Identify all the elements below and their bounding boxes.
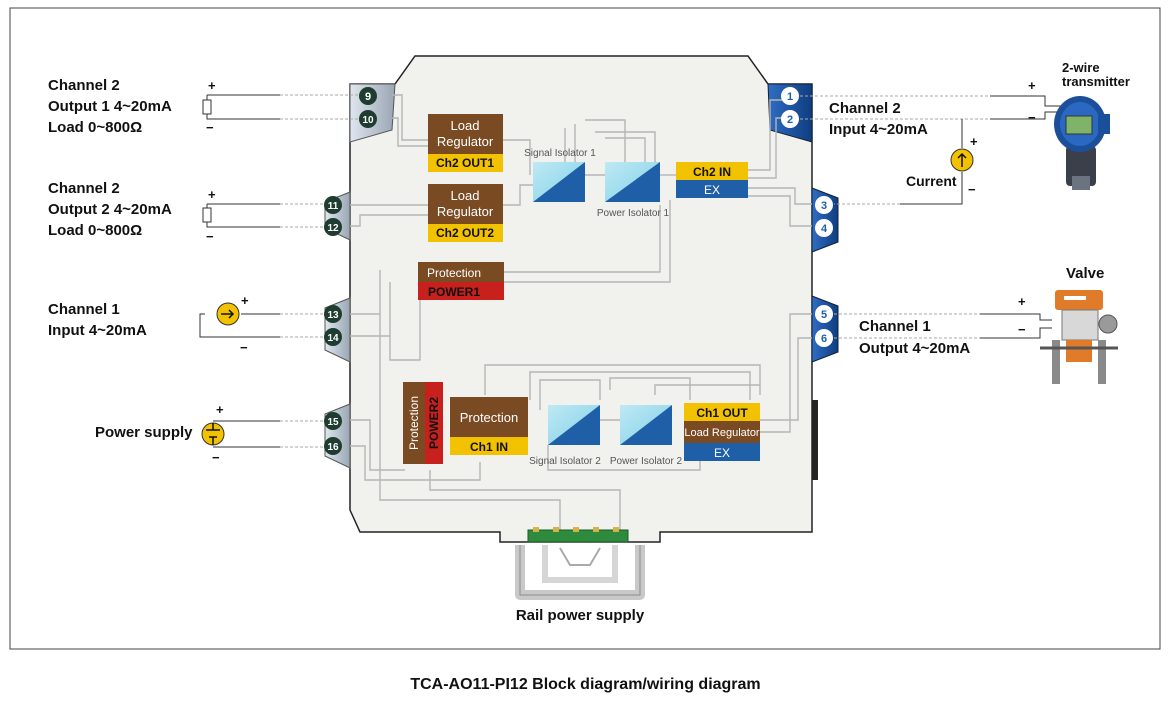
- terminal-13: 13: [327, 310, 339, 321]
- lr1-label-1: Load: [451, 118, 480, 133]
- ch2-in-block: Ch2 IN EX: [676, 162, 748, 198]
- terminal-6: 6: [821, 333, 827, 345]
- ch2-out2-title: Channel 2: [48, 180, 120, 197]
- ch1-in-minus: −: [240, 340, 248, 355]
- terminal-14: 14: [327, 333, 339, 344]
- power2-label: POWER2: [427, 397, 441, 449]
- external-wiring-right: [800, 95, 1062, 339]
- left-polarity: + − + − + − + −: [206, 78, 249, 465]
- rail-power-supply-label: Rail power supply: [516, 607, 645, 624]
- terminal-3: 3: [821, 200, 827, 212]
- ch1-out-block: Ch1 OUT Load Regulator EX: [684, 403, 760, 461]
- right-polarity: + − + − + −: [968, 78, 1036, 337]
- ch2-out2-load: Load 0~800Ω: [48, 222, 142, 239]
- protection-ch1-in: Protection Ch1 IN: [450, 397, 528, 455]
- protection-power1: Protection POWER1: [418, 262, 504, 300]
- power-isolator-1-label: Power Isolator 1: [597, 208, 670, 219]
- terminals-left: 9 10 11 12 13 14 15 16: [324, 87, 377, 455]
- transmitter-line-2: transmitter: [1062, 74, 1130, 89]
- terminal-15: 15: [327, 417, 339, 428]
- ch2-in-label: Ch2 IN: [693, 165, 731, 179]
- load-regulator-ch2-out2: Load Regulator Ch2 OUT2: [428, 184, 503, 242]
- load-regulator-ch2-out1: Load Regulator Ch2 OUT1: [428, 114, 503, 172]
- transmitter-line-1: 2-wire: [1062, 60, 1100, 75]
- ch1-in-label: Ch1 IN: [470, 440, 508, 454]
- terminal-2: 2: [787, 114, 793, 126]
- battery-icon: [201, 422, 225, 446]
- power-minus: −: [212, 450, 220, 465]
- terminal-5: 5: [821, 309, 827, 321]
- ch2-out1-minus: −: [206, 120, 214, 135]
- valve-plus: +: [1018, 294, 1026, 309]
- ch2-out2-minus: −: [206, 229, 214, 244]
- signal-isolator-2: Signal Isolator 2: [529, 405, 601, 467]
- ch2-in-range: Input 4~20mA: [829, 121, 928, 138]
- ch2-in-title: Channel 2: [829, 100, 901, 117]
- current-label: Current: [906, 173, 957, 189]
- right-labels: 2-wire transmitter Channel 2 Input 4~20m…: [829, 60, 1130, 357]
- ch1-load-regulator-label: Load Regulator: [684, 427, 760, 439]
- terminal-10: 10: [362, 115, 374, 126]
- protection-1-label: Protection: [427, 266, 481, 280]
- ch1-out-label: Ch1 OUT: [696, 406, 748, 420]
- transmitter-plus: +: [1028, 78, 1036, 93]
- power-isolator-1: Power Isolator 1: [597, 162, 670, 219]
- current-source-ch2: [950, 148, 974, 172]
- valve-label: Valve: [1066, 265, 1104, 282]
- current-source-ch1: [216, 302, 240, 326]
- transmitter-minus: −: [1028, 110, 1036, 125]
- terminals-right: 1 2 3 4 5 6: [781, 87, 833, 347]
- protection-2-label: Protection: [407, 396, 421, 450]
- ch2-out2-plus: +: [208, 187, 216, 202]
- ch2-out1-range: Output 1 4~20mA: [48, 98, 172, 115]
- valve-icon: [1040, 290, 1118, 384]
- signal-isolator-1: Signal Isolator 1: [524, 148, 596, 202]
- power-isolator-2-label: Power Isolator 2: [610, 456, 683, 467]
- terminal-12: 12: [327, 223, 339, 234]
- ch1-ex-label: EX: [714, 446, 730, 460]
- power-isolator-2: Power Isolator 2: [610, 405, 683, 467]
- terminal-4: 4: [821, 223, 828, 235]
- lr2-label-2: Regulator: [437, 204, 494, 219]
- diagram-caption: TCA-AO11-PI12 Block diagram/wiring diagr…: [410, 676, 761, 693]
- power-supply-label: Power supply: [95, 424, 193, 441]
- ch2-in-plus: +: [970, 134, 978, 149]
- outer-border: [9, 7, 1161, 650]
- transmitter-icon: [1054, 96, 1110, 190]
- ch2-out2-range: Output 2 4~20mA: [48, 201, 172, 218]
- ch1-protection-label: Protection: [460, 410, 519, 425]
- ch2-out1-load: Load 0~800Ω: [48, 119, 142, 136]
- ch1-in-range: Input 4~20mA: [48, 322, 147, 339]
- protection-power2: Protection POWER2: [403, 382, 443, 464]
- ch2-out1-plus: +: [208, 78, 216, 93]
- terminal-11: 11: [328, 201, 339, 212]
- terminal-9: 9: [365, 91, 371, 103]
- lr1-label-2: Regulator: [437, 134, 494, 149]
- ch1-out-range: Output 4~20mA: [859, 340, 970, 357]
- valve-minus: −: [1018, 322, 1026, 337]
- module-side-bar: [812, 400, 818, 480]
- terminal-16: 16: [327, 442, 339, 453]
- ch1-in-plus: +: [241, 293, 249, 308]
- lr2-out-label: Ch2 OUT2: [436, 226, 494, 240]
- ch1-in-title: Channel 1: [48, 301, 120, 318]
- ch1-out-title: Channel 1: [859, 318, 931, 335]
- external-wiring-left: [199, 94, 360, 448]
- internal-wiring: [350, 94, 812, 530]
- rail-connector: [515, 527, 645, 600]
- power1-label: POWER1: [428, 285, 480, 299]
- power-plus: +: [216, 402, 224, 417]
- ch2-in-minus: −: [968, 182, 976, 197]
- left-labels: Channel 2 Output 1 4~20mA Load 0~800Ω Ch…: [48, 77, 193, 441]
- signal-isolator-2-label: Signal Isolator 2: [529, 456, 601, 467]
- lr1-out-label: Ch2 OUT1: [436, 156, 494, 170]
- ch2-out1-title: Channel 2: [48, 77, 120, 94]
- ch2-ex-label: EX: [704, 183, 720, 197]
- signal-isolator-1-label: Signal Isolator 1: [524, 148, 596, 159]
- terminal-1: 1: [787, 91, 793, 103]
- lr2-label-1: Load: [451, 188, 480, 203]
